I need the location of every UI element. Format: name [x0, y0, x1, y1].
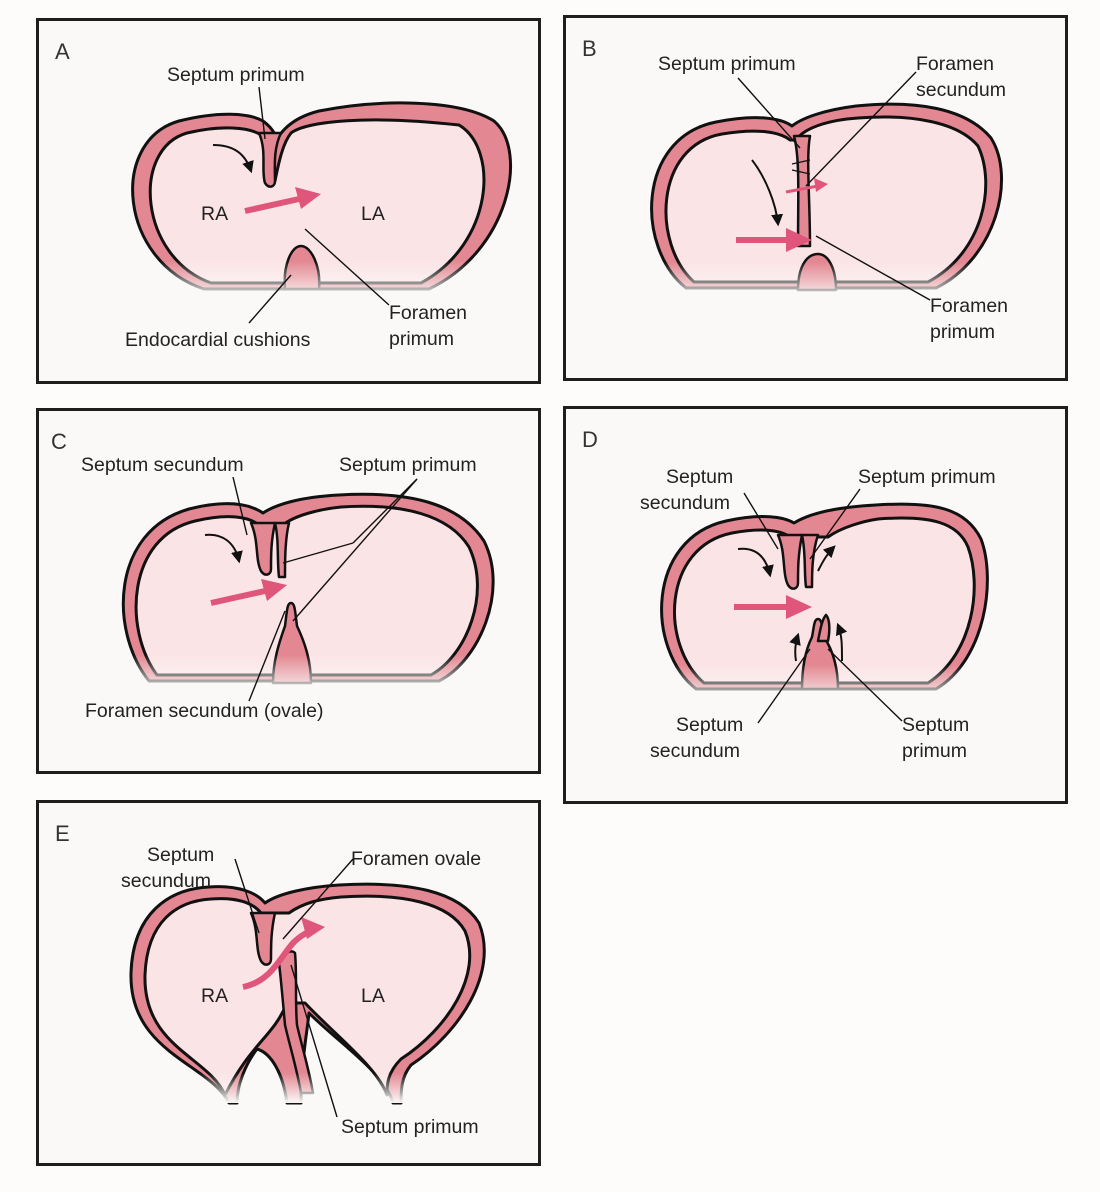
- secundum-arrow: [785, 178, 828, 194]
- panel-c: C Septum secundum Septum primum Foramen …: [36, 408, 541, 774]
- heart-outline: [129, 882, 486, 1105]
- septum-primum-lower: [816, 613, 831, 643]
- septum-primum-label: Septum primum: [339, 454, 477, 476]
- foramen-secundum-label-1: Foramen: [916, 53, 994, 75]
- septum-primum-bottom-label-1: Septum: [902, 714, 969, 736]
- septum-primum: [277, 950, 315, 1095]
- septum-secundum-bottom-label-2: secundum: [650, 740, 740, 762]
- flow-arrow: [737, 547, 774, 578]
- panel-d-diagram: D Septum secundum Septum primum Septum s…: [582, 427, 1046, 762]
- flow-arrow-lower-la: [835, 622, 848, 662]
- septum-primum-label: Septum primum: [658, 53, 796, 75]
- panel-a-diagram: A RA LA Septum primum Endocardial cushio…: [55, 39, 519, 351]
- septum-secundum-label-2: secundum: [121, 870, 211, 892]
- septum-primum-bottom-label-2: primum: [902, 740, 967, 762]
- foramen-secundum-ovale-label: Foramen secundum (ovale): [85, 700, 323, 722]
- septum-primum-label: Septum primum: [167, 64, 305, 86]
- heart-outline: [660, 502, 989, 691]
- septum-primum: [792, 134, 812, 248]
- shunt-arrow: [736, 228, 812, 252]
- flow-arrow: [751, 159, 784, 227]
- heart-outline: [121, 492, 495, 683]
- shunt-arrow: [734, 595, 812, 619]
- septum-secundum-top-label-2: secundum: [640, 492, 730, 514]
- septum-primum-upper: [800, 533, 820, 589]
- panel-letter: C: [51, 429, 67, 454]
- panel-d: D Septum secundum Septum primum Septum s…: [563, 406, 1068, 804]
- la-label: LA: [361, 203, 385, 225]
- panel-letter: B: [582, 36, 597, 61]
- panel-letter: D: [582, 427, 598, 452]
- foramen-primum-label-2: primum: [930, 321, 995, 343]
- panel-c-diagram: C Septum secundum Septum primum Foramen …: [51, 429, 519, 722]
- septum-primum: [273, 521, 291, 579]
- flow-arrow: [204, 533, 243, 564]
- ra-label: RA: [201, 985, 228, 1007]
- septum-primum-top-label: Septum primum: [858, 466, 996, 488]
- flow-arrow-lower-ra: [789, 632, 801, 662]
- panel-e: E RA LA Septum secundum Foramen ovale Se…: [36, 800, 541, 1166]
- foramen-primum-label-1: Foramen: [930, 295, 1008, 317]
- septum-secundum-label: Septum secundum: [81, 454, 244, 476]
- septum-secundum-bottom-label-1: Septum: [676, 714, 743, 736]
- flow-arrow: [212, 144, 254, 174]
- heart-outline: [131, 101, 513, 291]
- shunt-arrow: [242, 917, 325, 990]
- shunt-arrow: [210, 579, 287, 606]
- panel-a: A RA LA Septum primum Endocardial cushio…: [36, 18, 541, 384]
- panel-b: B Septum primum Foramen secundum Foramen…: [563, 15, 1068, 381]
- foramen-primum-label-2: primum: [389, 328, 454, 350]
- endocardial-cushions-label: Endocardial cushions: [125, 329, 311, 351]
- la-label: LA: [361, 985, 385, 1007]
- panel-letter: E: [55, 821, 70, 846]
- panel-b-diagram: B Septum primum Foramen secundum Foramen…: [582, 36, 1026, 343]
- septum-secundum-label-1: Septum: [147, 844, 214, 866]
- septum-secundum-top-label-1: Septum: [666, 466, 733, 488]
- foramen-primum-label-1: Foramen: [389, 302, 467, 324]
- ra-label: RA: [201, 203, 228, 225]
- septum-primum-label: Septum primum: [341, 1116, 479, 1138]
- septum-secundum: [249, 521, 277, 576]
- septum-primum: [257, 131, 283, 188]
- flow-arrow-la: [817, 545, 836, 572]
- septum-secundum-upper: [776, 533, 804, 590]
- panel-letter: A: [55, 39, 70, 64]
- shunt-arrow: [244, 187, 321, 214]
- panel-e-diagram: E RA LA Septum secundum Foramen ovale Se…: [55, 821, 486, 1138]
- foramen-secundum-label-2: secundum: [916, 79, 1006, 101]
- foramen-ovale-label: Foramen ovale: [351, 848, 481, 870]
